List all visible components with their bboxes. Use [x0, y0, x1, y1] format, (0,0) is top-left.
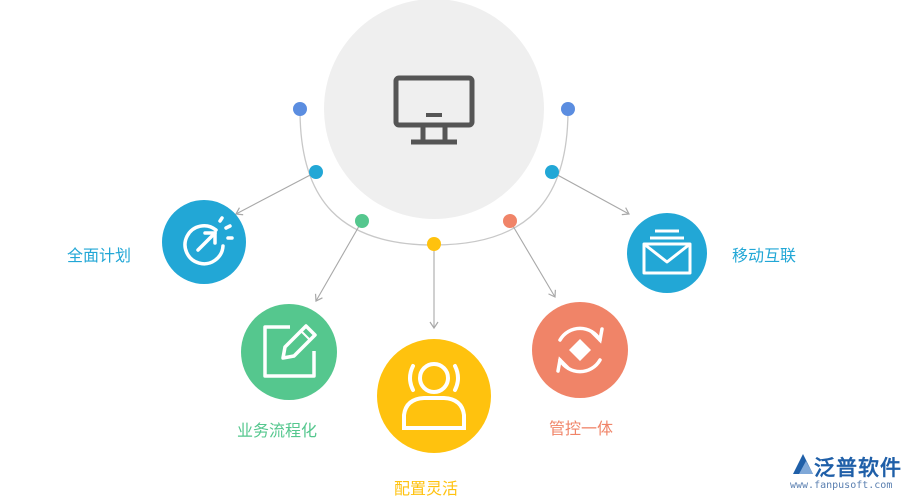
edit-icon [263, 324, 317, 378]
label-control: 管控一体 [549, 419, 614, 438]
node-config [377, 339, 491, 453]
arrow-business [314, 220, 363, 302]
brand-name: 泛普软件 [814, 456, 902, 480]
arrow-control [509, 220, 556, 298]
node-mobile [627, 213, 707, 293]
arc-dot [545, 165, 559, 179]
user-icon [402, 362, 466, 430]
node-plan [162, 200, 246, 284]
arrows [235, 171, 630, 330]
brand-url: www.fanpusoft.com [790, 480, 893, 491]
refresh-icon [556, 326, 604, 374]
mail-icon [642, 229, 692, 275]
label-config: 配置灵活 [394, 479, 459, 498]
arc-dot [503, 214, 517, 228]
arc-dot [309, 165, 323, 179]
arrow-plan [235, 171, 317, 216]
monitor-icon [393, 75, 475, 145]
arc-dot [355, 214, 369, 228]
clock-arrow-icon [183, 216, 234, 266]
label-business: 业务流程化 [237, 421, 318, 440]
arc-dot [561, 102, 575, 116]
label-plan: 全面计划 [67, 246, 132, 265]
brand-logo-icon [793, 454, 813, 474]
label-mobile: 移动互联 [732, 246, 797, 265]
node-business [241, 304, 337, 400]
center-circle [324, 0, 544, 219]
node-control [532, 302, 628, 398]
arrow-mobile [551, 171, 630, 216]
arc-dot [293, 102, 307, 116]
arc-dots [293, 102, 575, 251]
arc-dot [427, 237, 441, 251]
